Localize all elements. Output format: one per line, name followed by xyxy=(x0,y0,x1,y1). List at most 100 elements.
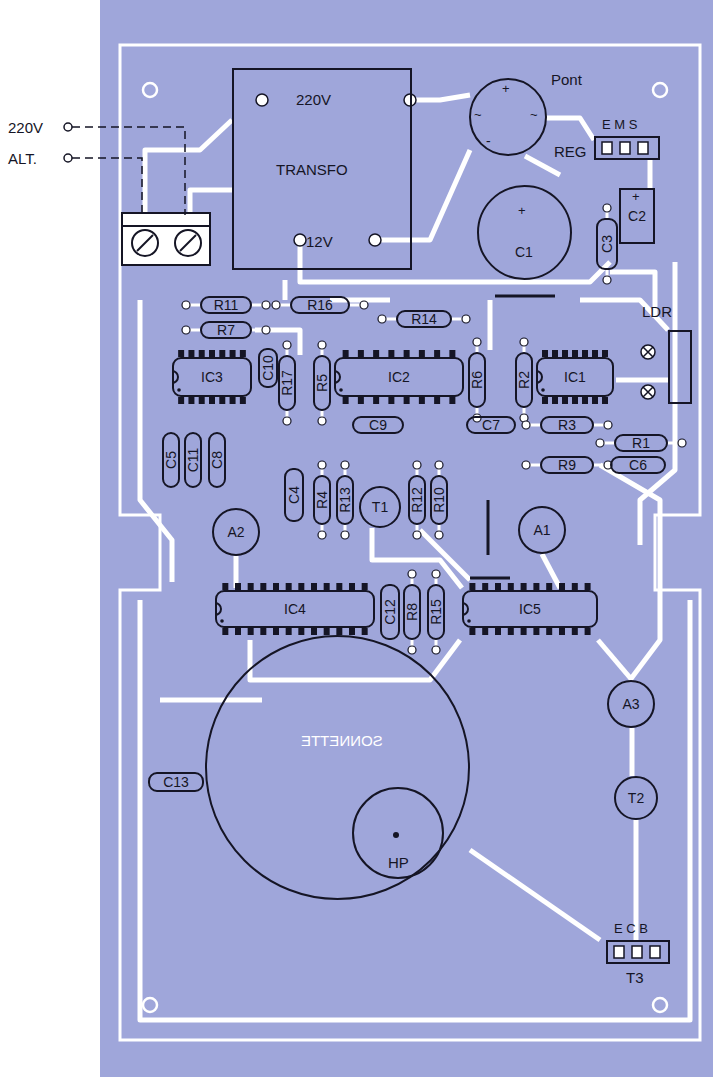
component-label: IC1 xyxy=(564,370,586,384)
mounting-holes xyxy=(143,83,667,1012)
component-label: IC3 xyxy=(201,370,223,384)
pad xyxy=(413,461,421,469)
ic-pin xyxy=(559,583,565,590)
pad xyxy=(262,326,270,334)
ic-pin xyxy=(449,397,455,404)
pad xyxy=(272,301,280,309)
capacitor: C13 xyxy=(148,772,204,792)
pad xyxy=(262,301,270,309)
ic-pin xyxy=(336,628,342,635)
pad xyxy=(318,531,326,539)
photoresistor: LDR xyxy=(668,330,692,404)
pad xyxy=(408,570,416,578)
component-label: C11 xyxy=(186,448,200,473)
component-label: R8 xyxy=(405,603,419,621)
component-label: T3 xyxy=(626,970,644,985)
integrated-circuit: IC5 xyxy=(462,590,598,628)
ic-pin xyxy=(508,628,514,635)
pad xyxy=(435,531,443,539)
ic-pin xyxy=(298,583,304,590)
resistor: R13 xyxy=(336,475,354,525)
ac-mark: ~ xyxy=(530,108,538,121)
copper-traces xyxy=(140,95,690,1020)
ic-pin xyxy=(188,397,194,404)
speaker-magnet: HP xyxy=(352,787,444,879)
background xyxy=(100,0,713,1077)
component-label: C1 xyxy=(515,245,533,259)
pin-names: E C B xyxy=(614,922,648,935)
capacitor-electrolytic: C1 xyxy=(477,185,572,280)
pad xyxy=(604,421,612,429)
component-label: T1 xyxy=(372,500,388,514)
component-label: R13 xyxy=(338,487,352,513)
capacitor: C11 xyxy=(184,432,202,488)
ic-pin xyxy=(362,628,368,635)
ic-pin xyxy=(434,350,440,357)
ic-pin xyxy=(572,583,578,590)
ic-pin xyxy=(311,583,317,590)
adjustable-resistor: A2 xyxy=(212,508,260,556)
ic-pin xyxy=(419,397,425,404)
resistor: R15 xyxy=(427,584,445,640)
ic-pin xyxy=(521,628,527,635)
ic-pin xyxy=(362,583,368,590)
pad xyxy=(182,326,190,334)
ic-pin xyxy=(533,628,539,635)
wire-leads xyxy=(64,123,185,215)
capacitor: C7 xyxy=(466,416,516,434)
ic-pin xyxy=(260,628,266,635)
ic-pin xyxy=(222,583,228,590)
pad xyxy=(462,315,470,323)
pad xyxy=(603,276,611,284)
ic-pin xyxy=(286,628,292,635)
ic-pin xyxy=(602,350,608,357)
capacitor: C4 xyxy=(284,468,304,522)
pad xyxy=(318,417,326,425)
ic-pin xyxy=(311,628,317,635)
ic-pin xyxy=(582,350,588,357)
polarity-mark: + xyxy=(518,204,526,217)
polarity-mark: + xyxy=(502,82,510,95)
polarity-mark: + xyxy=(632,190,640,203)
resistor: R3 xyxy=(540,416,594,434)
ic-pin xyxy=(469,628,475,635)
pad xyxy=(432,646,440,654)
ic-pin xyxy=(419,350,425,357)
ic-pin xyxy=(572,397,578,404)
resistor: R11 xyxy=(200,296,252,314)
adjustable-resistor: A3 xyxy=(607,680,655,728)
ic-pin xyxy=(178,397,184,404)
ic-pin xyxy=(552,397,558,404)
component-label: C5 xyxy=(164,451,178,469)
ic-pin xyxy=(482,628,488,635)
component-label: R6 xyxy=(470,371,484,389)
component-label: T2 xyxy=(628,791,644,805)
pad xyxy=(318,341,326,349)
ic-pin xyxy=(298,628,304,635)
component-label: IC5 xyxy=(519,602,541,616)
component-label: R12 xyxy=(410,487,424,513)
component-label: R1 xyxy=(632,436,650,450)
ic-pin xyxy=(286,583,292,590)
component-label: SONNETTE xyxy=(301,733,383,748)
ic-pin xyxy=(592,397,598,404)
ic-pin xyxy=(219,350,225,357)
ic-pin xyxy=(222,628,228,635)
capacitor: C12 xyxy=(380,584,400,640)
pad xyxy=(378,315,386,323)
ic-pin xyxy=(260,583,266,590)
transformer: 220VTRANSFO12V xyxy=(232,68,412,270)
mains-label: 220V xyxy=(8,120,43,135)
ic-pin xyxy=(373,350,379,357)
ic-pin xyxy=(542,397,548,404)
component-label: C13 xyxy=(163,775,189,789)
resistor: R2 xyxy=(515,352,533,408)
ic-pin xyxy=(178,350,184,357)
pad xyxy=(435,461,443,469)
ic-pin xyxy=(235,583,241,590)
ic-pin xyxy=(373,397,379,404)
resistor: R14 xyxy=(396,310,452,328)
pad xyxy=(341,461,349,469)
pad xyxy=(603,204,611,212)
